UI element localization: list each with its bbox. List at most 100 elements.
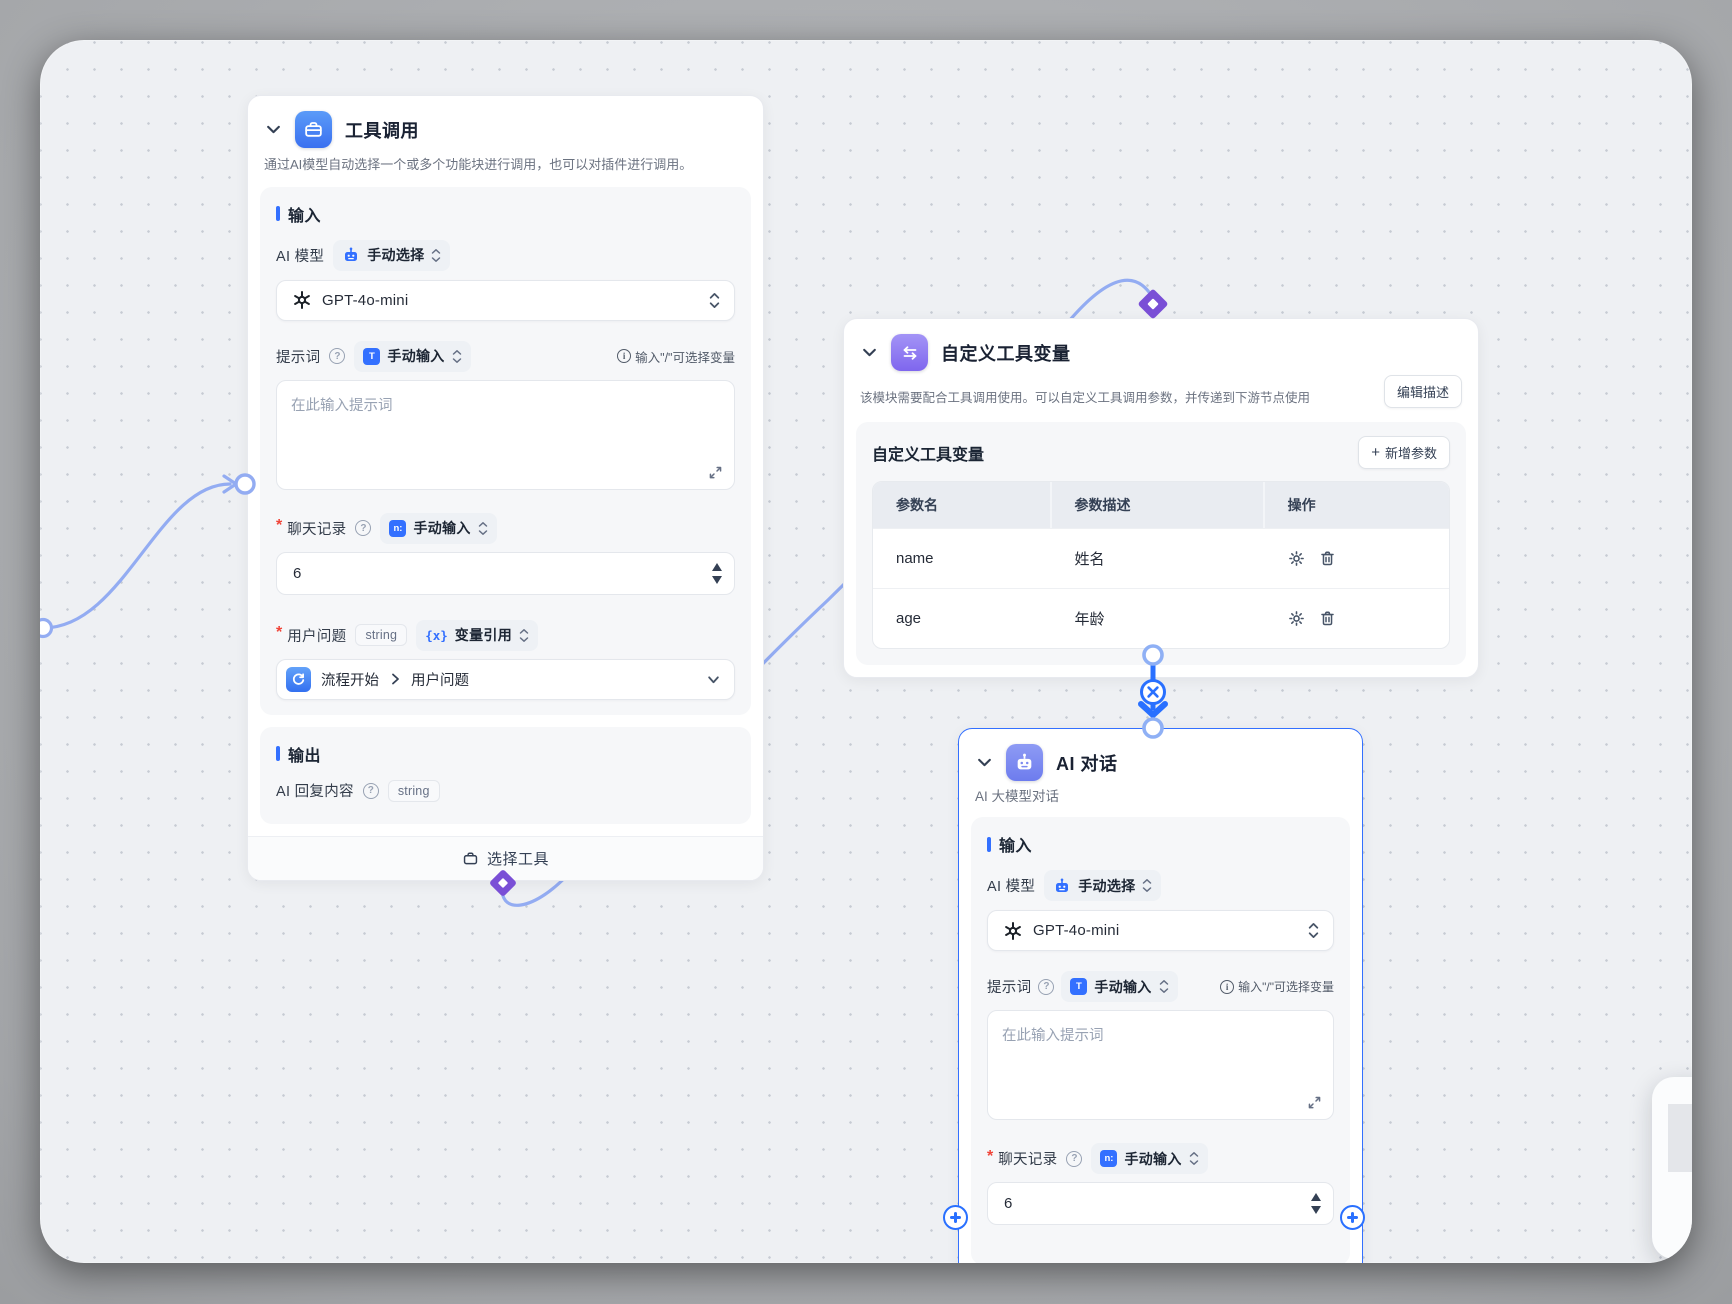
info-icon: i (617, 349, 632, 364)
section-title: 输出 (288, 747, 322, 765)
prompt-textarea-wrap (276, 379, 735, 490)
updown-chevron-icon (452, 349, 461, 363)
chat-history-mode-dropdown[interactable]: n: 手动输入 (1091, 1143, 1208, 1174)
node-ai-chat[interactable]: AI 对话 AI 大模型对话 输入 AI 模型 手动选择 (958, 728, 1363, 1263)
collapse-chevron-icon[interactable] (264, 121, 282, 139)
prompt-textarea[interactable] (1002, 1024, 1319, 1094)
chat-history-label: 聊天记录 (287, 521, 347, 538)
ai-reply-label: AI 回复内容 (276, 784, 354, 801)
chat-history-number-input[interactable] (276, 551, 735, 595)
add-connection-right-button[interactable] (1340, 1205, 1365, 1230)
prompt-textarea-wrap (987, 1010, 1334, 1120)
ai-model-mode-dropdown[interactable]: 手动选择 (333, 239, 451, 271)
trash-icon[interactable] (1319, 610, 1336, 627)
help-icon[interactable]: ? (1066, 1150, 1083, 1167)
slash-variable-hint: i 输入"/"可选择变量 (617, 347, 735, 366)
model-value: GPT-4o-mini (1033, 922, 1120, 939)
param-name: age (873, 588, 1052, 648)
variable-reference-select[interactable]: 流程开始 用户问题 (276, 658, 735, 700)
chat-history-number-input[interactable] (987, 1182, 1334, 1225)
user-question-mode-dropdown[interactable]: {x} 变量引用 (416, 619, 538, 651)
add-param-button[interactable]: + 新增参数 (1358, 436, 1450, 469)
prompt-mode-dropdown[interactable]: T 手动输入 (354, 340, 471, 372)
minimap-panel[interactable] (1652, 1077, 1692, 1259)
node-title: 工具调用 (345, 120, 419, 141)
updown-chevron-icon (709, 292, 720, 308)
param-desc: 年龄 (1051, 588, 1265, 648)
collapse-chevron-icon[interactable] (975, 754, 993, 772)
expand-icon[interactable] (1307, 1095, 1322, 1110)
tool-handle-diamond[interactable] (1137, 288, 1168, 319)
table-row: age 年龄 (873, 588, 1449, 648)
input-section: 输入 AI 模型 手动选择 GPT-4o-mini 提示词 (971, 817, 1350, 1263)
step-up-icon (712, 562, 722, 571)
help-icon[interactable]: ? (329, 348, 346, 365)
prompt-label: 提示词 (276, 349, 321, 366)
chat-history-label: 聊天记录 (998, 1152, 1058, 1168)
robot-icon (1006, 744, 1043, 781)
gear-icon[interactable] (1288, 610, 1305, 627)
user-question-label: 用户问题 (287, 628, 347, 645)
ai-model-label: AI 模型 (276, 248, 325, 265)
updown-chevron-icon (1159, 980, 1168, 993)
number-stepper[interactable] (712, 562, 722, 584)
node-description: 通过AI模型自动选择一个或多个功能块进行调用，也可以对插件进行调用。 (264, 157, 693, 172)
node-tool-call[interactable]: 工具调用 通过AI模型自动选择一个或多个功能块进行调用，也可以对插件进行调用。 … (247, 95, 764, 881)
number-input-icon: n: (1100, 1150, 1118, 1167)
node-title: 自定义工具变量 (941, 343, 1071, 364)
remove-edge-button[interactable] (1140, 679, 1166, 705)
type-badge: string (355, 624, 408, 647)
number-stepper[interactable] (1311, 1193, 1321, 1214)
help-icon[interactable]: ? (355, 520, 372, 537)
select-tool-button[interactable]: 选择工具 (248, 835, 763, 880)
required-asterisk: * (987, 1147, 994, 1165)
help-icon[interactable]: ? (1038, 978, 1055, 995)
info-icon: i (1220, 979, 1235, 994)
prompt-textarea[interactable] (291, 393, 720, 464)
section-bar (276, 746, 280, 762)
edge-arrowhead (222, 474, 238, 494)
step-down-icon (1311, 1206, 1321, 1214)
flow-canvas[interactable]: 工具调用 通过AI模型自动选择一个或多个功能块进行调用，也可以对插件进行调用。 … (40, 40, 1692, 1263)
robot-icon (1056, 878, 1069, 892)
number-input-icon: n: (389, 519, 407, 537)
openai-logo-icon (1005, 921, 1021, 940)
model-select[interactable]: GPT-4o-mini (276, 279, 735, 321)
edit-description-button[interactable]: 编辑描述 (1383, 375, 1462, 408)
edge-endpoint-circle[interactable] (40, 617, 54, 639)
ai-model-mode-dropdown[interactable]: 手动选择 (1044, 870, 1162, 901)
slash-variable-hint: i 输入"/"可选择变量 (1220, 978, 1334, 995)
ai-model-label: AI 模型 (987, 879, 1036, 895)
updown-chevron-icon (432, 248, 441, 262)
node-custom-vars[interactable]: 自定义工具变量 该模块需要配合工具调用使用。可以自定义工具调用参数，并传递到下游… (843, 318, 1479, 678)
openai-logo-icon (294, 291, 310, 310)
node-title: AI 对话 (1056, 753, 1118, 774)
step-down-icon (712, 575, 722, 584)
chat-history-value[interactable] (1004, 1195, 1311, 1212)
gear-icon[interactable] (1288, 550, 1305, 567)
chat-history-value[interactable] (293, 564, 712, 582)
briefcase-icon (295, 111, 332, 148)
updown-chevron-icon (1189, 1152, 1198, 1165)
node-description: 该模块需要配合工具调用使用。可以自定义工具调用参数，并传递到下游节点使用 (860, 391, 1311, 406)
input-section: 输入 AI 模型 手动选择 GPT-4o-mini 提示词 (260, 186, 751, 715)
add-connection-left-button[interactable] (943, 1205, 968, 1230)
custom-vars-panel: 自定义工具变量 + 新增参数 参数名 参数描述 操作 name (856, 422, 1466, 665)
chat-history-mode-dropdown[interactable]: n: 手动输入 (380, 512, 497, 544)
help-icon[interactable]: ? (362, 782, 379, 799)
breadcrumb-chevron-icon (392, 673, 399, 685)
collapse-chevron-icon[interactable] (860, 344, 878, 362)
output-section: 输出 AI 回复内容 ? string (260, 726, 751, 824)
trash-icon[interactable] (1319, 550, 1336, 567)
section-bar (276, 206, 280, 222)
arrow-down-icon (1138, 701, 1168, 718)
text-input-icon: T (1070, 978, 1088, 995)
prompt-mode-dropdown[interactable]: T 手动输入 (1061, 971, 1178, 1002)
table-row: name 姓名 (873, 528, 1449, 588)
updown-chevron-icon (478, 521, 487, 535)
chevron-down-icon (708, 676, 719, 683)
plus-icon: + (1371, 444, 1380, 461)
model-select[interactable]: GPT-4o-mini (987, 910, 1334, 951)
expand-icon[interactable] (708, 465, 723, 480)
prompt-label: 提示词 (987, 980, 1032, 996)
